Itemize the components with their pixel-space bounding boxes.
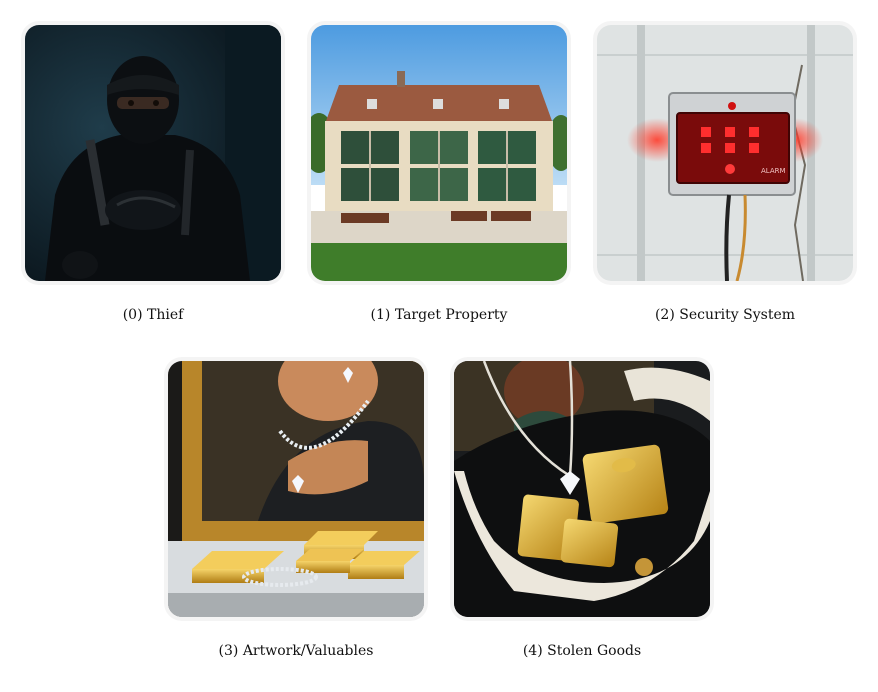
caption-artwork-valuables: (3) Artwork/Valuables xyxy=(218,643,374,659)
bag-gold-image xyxy=(454,361,710,617)
thief-image xyxy=(25,25,281,281)
caption-target-property: (1) Target Property xyxy=(370,307,508,323)
thief-image-card xyxy=(25,25,281,281)
painting-gold-image xyxy=(168,361,424,617)
house-image xyxy=(311,25,567,281)
bag-gold-image-card xyxy=(454,361,710,617)
house-image-card xyxy=(311,25,567,281)
alarm-panel-image-card: ALARM xyxy=(597,25,853,281)
caption-security-system: (2) Security System xyxy=(654,307,796,323)
alarm-panel-label: ALARM xyxy=(761,167,786,175)
painting-gold-image-card xyxy=(168,361,424,617)
caption-thief: (0) Thief xyxy=(122,307,184,323)
caption-stolen-goods: (4) Stolen Goods xyxy=(522,643,642,659)
alarm-panel-image: ALARM xyxy=(597,25,853,281)
